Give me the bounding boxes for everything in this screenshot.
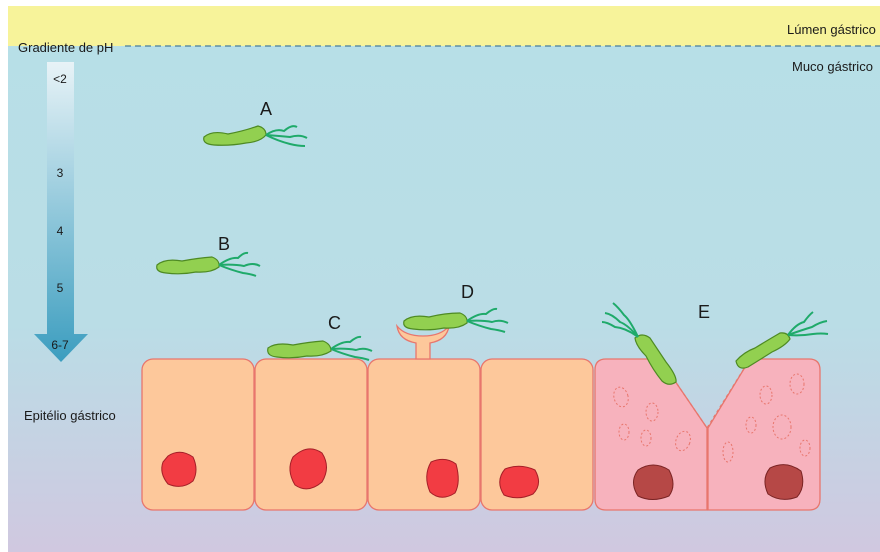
bacterium-d-label: D <box>461 282 474 303</box>
bacterium-e-label: E <box>698 302 710 323</box>
mucus-label: Muco gástrico <box>792 59 873 74</box>
ph-gradient-title: Gradiente de pH <box>18 40 113 55</box>
epithelium-label: Epitélio gástrico <box>24 408 116 423</box>
damaged-nucleus <box>634 465 674 500</box>
ph-tick: 6-7 <box>40 338 80 352</box>
bacterium-b-label: B <box>218 234 230 255</box>
nucleus <box>427 459 459 497</box>
nucleus <box>162 452 196 486</box>
ph-tick: 3 <box>40 166 80 180</box>
bacterium-a-label: A <box>260 99 272 120</box>
damaged-nucleus <box>765 465 803 500</box>
nucleus <box>500 466 539 498</box>
lumen-band <box>8 6 880 46</box>
nucleus <box>290 449 327 489</box>
bacterium-c-label: C <box>328 313 341 334</box>
lumen-label: Lúmen gástrico <box>787 22 876 37</box>
ph-tick: 5 <box>40 281 80 295</box>
epithelial-cell <box>368 359 480 510</box>
ph-tick: <2 <box>40 72 80 86</box>
epithelial-cell <box>142 359 254 510</box>
ph-tick: 4 <box>40 224 80 238</box>
